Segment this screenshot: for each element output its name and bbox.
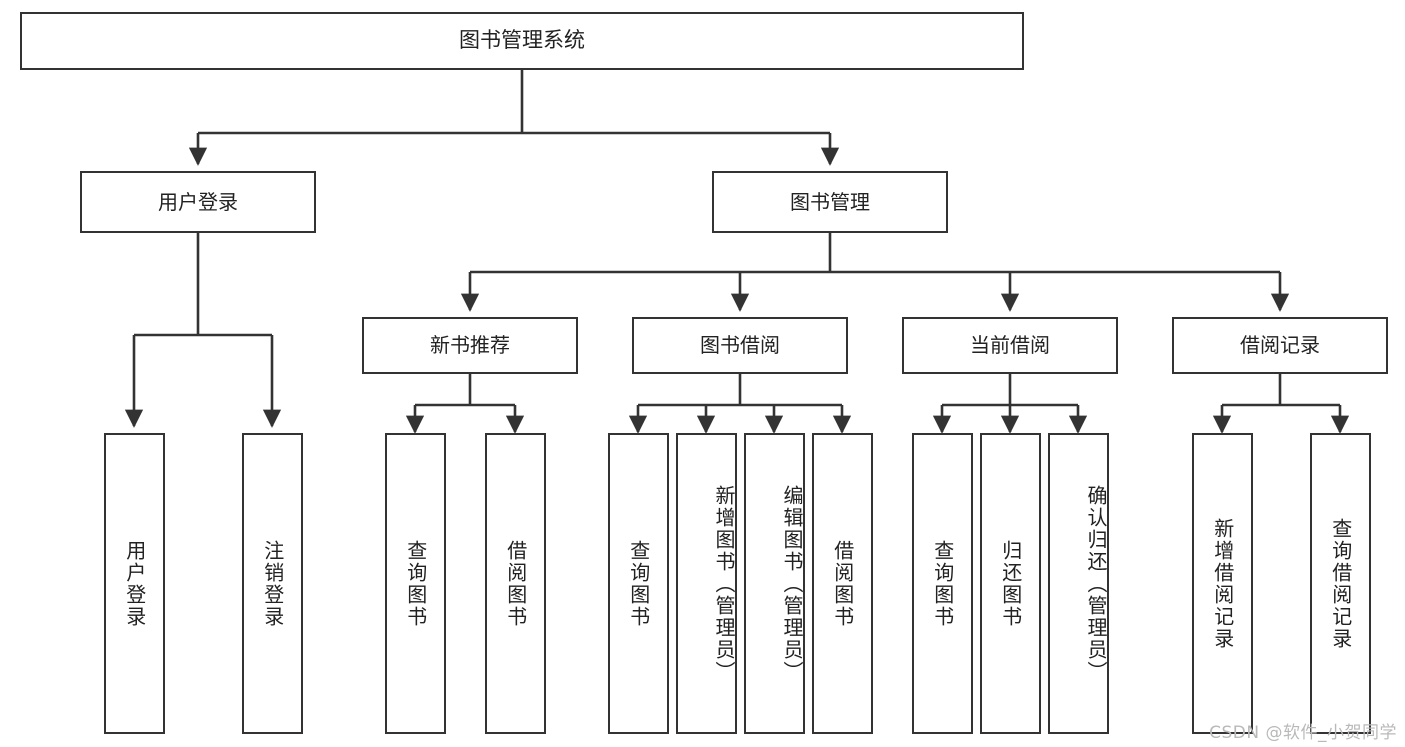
node-new-book-recommend-label: 新书推荐 xyxy=(430,333,510,358)
node-book-management-label: 图书管理 xyxy=(790,189,870,214)
node-book-management[interactable]: 图书管理 xyxy=(712,171,948,233)
leaf-add-book-admin[interactable]: 新增图书（管理员） xyxy=(676,433,737,734)
leaf-query-book-borrow[interactable]: 查询图书 xyxy=(608,433,669,734)
watermark: CSDN @软件_小贺同学 xyxy=(1209,723,1397,743)
leaf-add-book-admin-label: 新增图书（管理员） xyxy=(712,484,736,683)
node-root-label: 图书管理系统 xyxy=(459,28,585,53)
leaf-borrow-book-recommend-label: 借阅图书 xyxy=(503,539,528,628)
leaf-add-borrow-record-label: 新增借阅记录 xyxy=(1210,517,1235,650)
leaf-logout[interactable]: 注销登录 xyxy=(242,433,303,734)
leaf-logout-label: 注销登录 xyxy=(260,539,285,628)
node-current-borrow-label: 当前借阅 xyxy=(970,333,1050,358)
node-user-login-label: 用户登录 xyxy=(158,189,238,214)
leaf-return-book[interactable]: 归还图书 xyxy=(980,433,1041,734)
leaf-borrow-book-recommend[interactable]: 借阅图书 xyxy=(485,433,546,734)
leaf-confirm-return-admin[interactable]: 确认归还（管理员） xyxy=(1048,433,1109,734)
leaf-return-book-label: 归还图书 xyxy=(998,539,1023,628)
leaf-edit-book-admin[interactable]: 编辑图书（管理员） xyxy=(744,433,805,734)
node-borrow-record-label: 借阅记录 xyxy=(1240,333,1320,358)
leaf-edit-book-admin-label: 编辑图书（管理员） xyxy=(780,484,804,683)
leaf-query-book-recommend[interactable]: 查询图书 xyxy=(385,433,446,734)
leaf-borrow-book-label: 借阅图书 xyxy=(830,539,855,628)
leaf-query-book-current[interactable]: 查询图书 xyxy=(912,433,973,734)
node-user-login[interactable]: 用户登录 xyxy=(80,171,316,233)
leaf-query-borrow-record-label: 查询借阅记录 xyxy=(1328,517,1353,650)
leaf-query-book-current-label: 查询图书 xyxy=(930,539,955,628)
leaf-user-login[interactable]: 用户登录 xyxy=(104,433,165,734)
leaf-user-login-label: 用户登录 xyxy=(122,539,147,628)
leaf-borrow-book[interactable]: 借阅图书 xyxy=(812,433,873,734)
leaf-query-book-recommend-label: 查询图书 xyxy=(403,539,428,628)
leaf-query-book-borrow-label: 查询图书 xyxy=(626,539,651,628)
node-book-borrow[interactable]: 图书借阅 xyxy=(632,317,848,374)
leaf-query-borrow-record[interactable]: 查询借阅记录 xyxy=(1310,433,1371,734)
node-root[interactable]: 图书管理系统 xyxy=(20,12,1024,70)
leaf-confirm-return-admin-label: 确认归还（管理员） xyxy=(1084,484,1108,683)
node-new-book-recommend[interactable]: 新书推荐 xyxy=(362,317,578,374)
leaf-add-borrow-record[interactable]: 新增借阅记录 xyxy=(1192,433,1253,734)
node-borrow-record[interactable]: 借阅记录 xyxy=(1172,317,1388,374)
node-current-borrow[interactable]: 当前借阅 xyxy=(902,317,1118,374)
node-book-borrow-label: 图书借阅 xyxy=(700,333,780,358)
